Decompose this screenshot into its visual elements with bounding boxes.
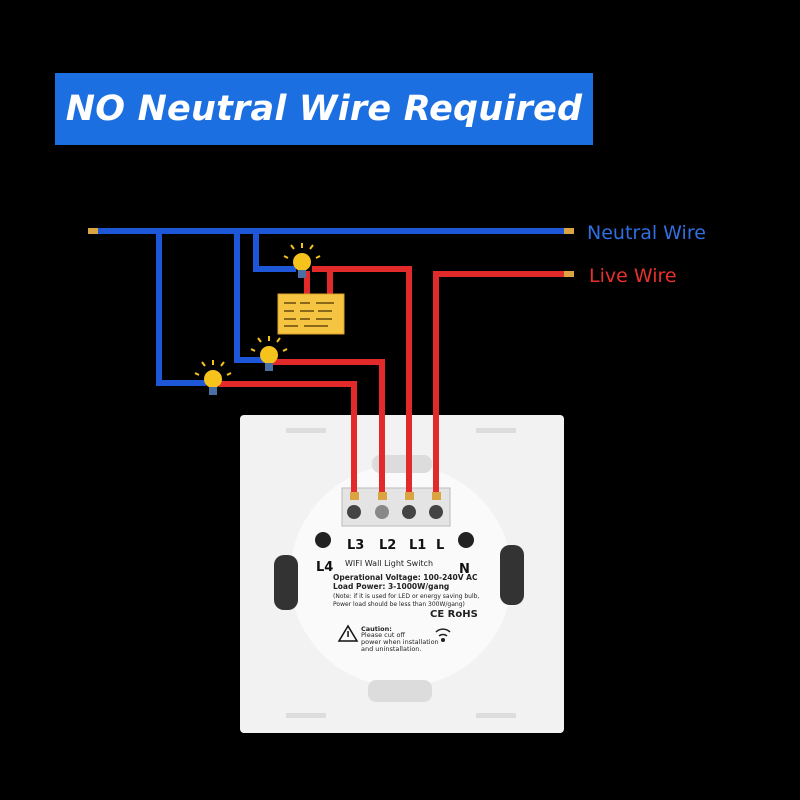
bulb-icon	[194, 360, 232, 395]
product-name: WIFI Wall Light Switch	[345, 559, 434, 568]
note-line-1: (Note: if it is used for LED or energy s…	[333, 593, 480, 600]
live-wire-L1	[312, 266, 412, 498]
terminal-screws	[347, 492, 443, 519]
capacitor	[277, 293, 345, 335]
terminal-label-n: N	[459, 562, 470, 577]
neutral-branch-4	[156, 231, 206, 386]
neutral-wire-tip-right	[564, 228, 574, 234]
live-wire-label: Live Wire	[589, 265, 677, 287]
live-wires	[219, 266, 566, 498]
caution-line-1: Please cut off	[361, 631, 405, 639]
neutral-branch-2	[253, 231, 296, 272]
plate-details	[274, 428, 524, 718]
live-wire-tip	[564, 271, 574, 277]
neutral-wire-tip-left	[88, 228, 98, 234]
certification-marks: CE RoHS	[430, 609, 478, 620]
neutral-wire-label: Neutral Wire	[587, 222, 706, 244]
live-wire-L3	[219, 381, 357, 498]
terminal-label-l: L	[436, 538, 445, 553]
terminal-label-l4: L4	[316, 560, 334, 575]
neutral-wires	[96, 228, 566, 386]
title-banner: NO Neutral Wire Required	[55, 73, 593, 145]
bulb-icon	[250, 336, 288, 371]
wifi-icon	[435, 628, 451, 643]
bulb-icon	[283, 243, 321, 278]
live-wire-L2	[272, 359, 385, 498]
caution-title: Caution:	[361, 625, 392, 633]
live-wire-L	[433, 271, 566, 498]
note-line-2: Power load should be less than 300W/gang…	[333, 601, 465, 608]
neutral-branch-3	[234, 231, 265, 363]
terminal-label-l3: L3	[347, 538, 365, 553]
warning-icon	[337, 624, 359, 642]
terminal-label-l1: L1	[409, 538, 427, 553]
caution-line-2: power when installation	[361, 638, 439, 646]
terminal-label-l2: L2	[379, 538, 397, 553]
voltage-spec: Operational Voltage: 100-240V AC	[333, 573, 478, 582]
load-power-spec: Load Power: 3-1000W/gang	[333, 582, 450, 591]
page-title: NO Neutral Wire Required	[65, 89, 583, 129]
caution-line-3: and uninstallation.	[361, 645, 422, 653]
